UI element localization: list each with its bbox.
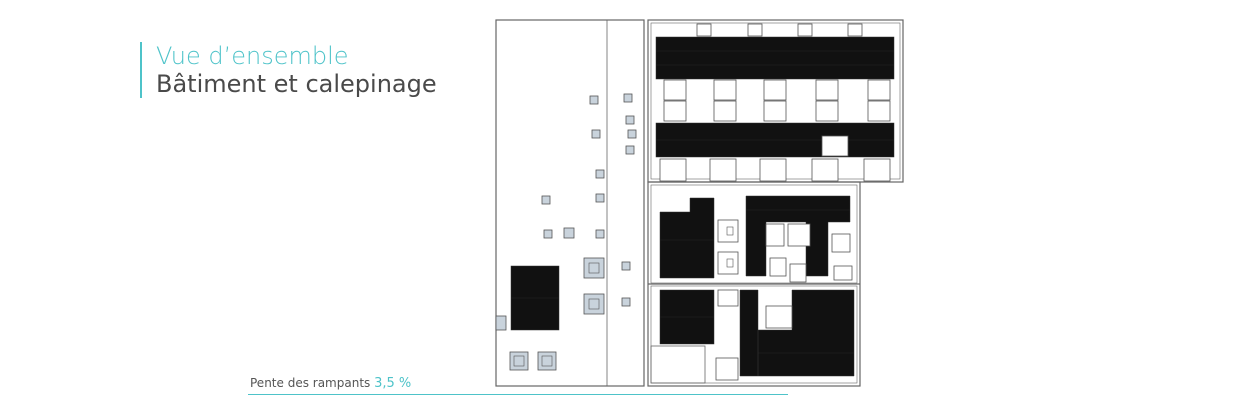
page-subtitle: Bâtiment et calepinage	[156, 70, 437, 98]
slope-label: Pente des rampants	[250, 376, 371, 390]
title-block: Vue d’ensemble Bâtiment et calepinage	[140, 42, 437, 98]
panel-array-1	[655, 36, 895, 80]
panel-array-3	[659, 197, 715, 279]
page-title: Vue d’ensemble	[156, 42, 349, 70]
left-building-outline	[495, 19, 645, 387]
footer-divider	[248, 394, 788, 395]
slope-value: 3,5 %	[374, 376, 412, 391]
panel-array-6	[739, 289, 855, 377]
slope-note: Pente des rampants 3,5 %	[250, 376, 411, 391]
